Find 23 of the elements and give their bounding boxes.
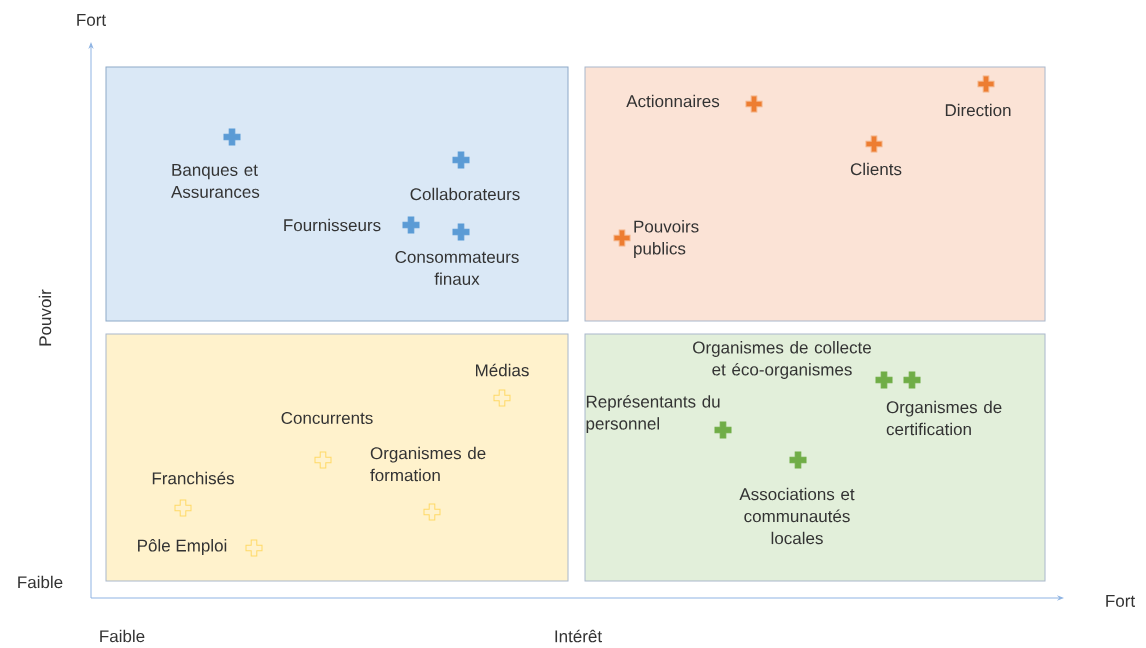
stakeholder-label: Consommateurs finaux: [395, 251, 519, 285]
stakeholder-label: Organismes de certification: [886, 400, 1002, 436]
stakeholder-label: Fournisseurs: [284, 218, 381, 232]
stakeholder-label: Pôle Emploi: [138, 539, 227, 555]
stakeholder-label: Représentants du personnel: [586, 395, 720, 433]
stakeholder-label: Concurrents: [281, 412, 373, 424]
axis-title: Intérêt: [555, 629, 602, 643]
stakeholder-label: Banques et Assurances: [171, 164, 260, 198]
axis-label: Fort: [1106, 595, 1135, 607]
stakeholder-label: Actionnaires: [626, 94, 720, 108]
stakeholder-label: Associations et communautés locales: [739, 487, 855, 545]
stakeholder-label: Organismes de formation: [370, 446, 486, 482]
stakeholder-label: Médias: [476, 363, 529, 377]
stakeholder-label: Franchisés: [152, 471, 234, 485]
stakeholder-label: Organismes de collecte et éco-organismes: [693, 341, 871, 379]
stakeholder-label: Collaborateurs: [410, 187, 520, 201]
stakeholder-label: Clients: [850, 162, 902, 176]
axis-label: Faible: [100, 629, 145, 643]
stakeholder-label: Pouvoirs publics: [634, 220, 699, 258]
axis-label: Fort: [77, 14, 106, 26]
axis-label: Faible: [18, 575, 63, 589]
stakeholder-label: Direction: [945, 103, 1011, 117]
axis-title: Pouvoir: [38, 289, 52, 346]
